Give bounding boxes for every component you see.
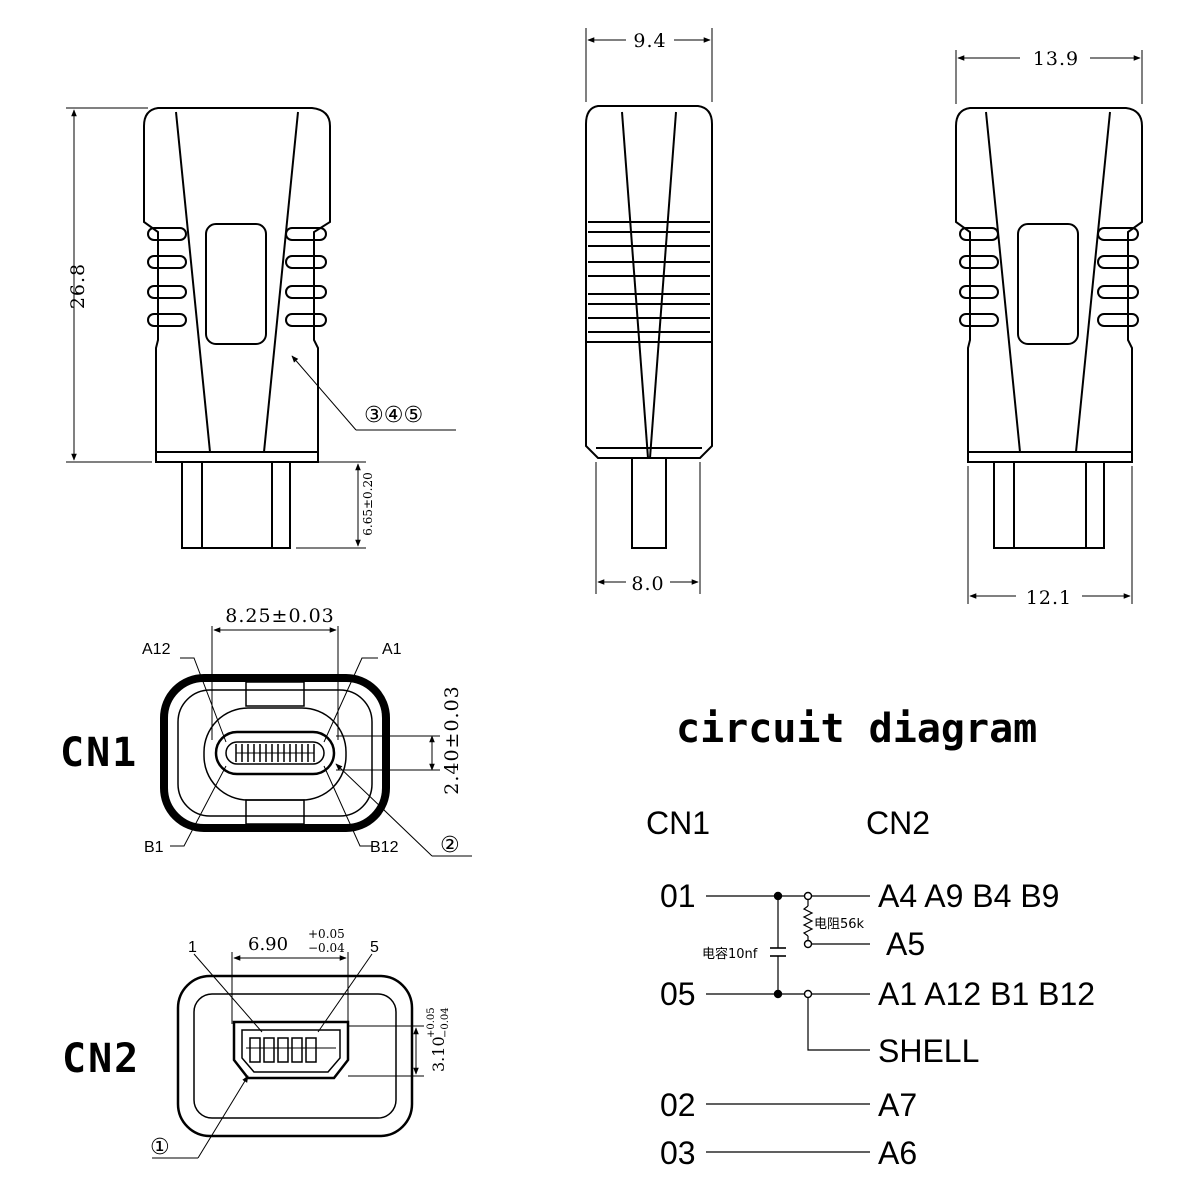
side-bottom-width-dim: 8.0 xyxy=(631,573,664,595)
circuit-col-cn1: CN1 xyxy=(646,805,710,841)
circuit-right-a6: A6 xyxy=(878,1135,917,1171)
cn2-width-tol-plus: +0.05 xyxy=(308,927,345,941)
circuit-title: circuit diagram xyxy=(676,706,1037,752)
back-window xyxy=(1017,223,1079,345)
front-plug-tip xyxy=(181,462,291,549)
circuit-right-a7: A7 xyxy=(878,1087,917,1123)
circuit-left-02: 02 xyxy=(660,1087,696,1123)
side-view xyxy=(585,105,713,549)
circuit-nodes xyxy=(773,891,813,999)
front-window xyxy=(205,223,267,345)
cn1-height-dim: 2.40±0.03 xyxy=(441,685,463,795)
cn2-width-dim: 6.90 xyxy=(248,934,288,955)
cn2-label: CN2 xyxy=(62,1036,140,1082)
cn2-width-tol-minus: −0.04 xyxy=(308,941,345,955)
back-view xyxy=(955,107,1143,549)
front-tip-height-dim: 6.65±0.20 xyxy=(361,472,375,536)
cn2-height-tol-plus: +0.05 xyxy=(426,1007,437,1038)
back-top-width-dim: 13.9 xyxy=(1033,48,1079,70)
circuit-right-a4-a9-b4-b9: A4 A9 B4 B9 xyxy=(878,878,1059,914)
front-callout-label: ③④⑤ xyxy=(364,403,423,428)
cn1-pin-b12: B12 xyxy=(370,839,399,856)
cn1-connector-face xyxy=(160,674,390,832)
front-height-dim: 26.8 xyxy=(67,263,89,309)
cn1-pin-b1: B1 xyxy=(144,839,164,856)
circuit-col-cn2: CN2 xyxy=(866,805,930,841)
cn1-port xyxy=(214,730,336,776)
side-dimensions xyxy=(585,28,713,594)
cn2-dimensions xyxy=(152,952,424,1159)
cn1-label: CN1 xyxy=(60,730,138,776)
back-plug-tip xyxy=(993,462,1105,549)
circuit-left-05: 05 xyxy=(660,976,696,1012)
cn2-pin-5: 5 xyxy=(370,939,379,956)
cn2-callout-label: ① xyxy=(150,1135,170,1160)
resistor-label: 电阻56k xyxy=(814,917,865,932)
front-dimensions xyxy=(66,107,456,549)
side-top-width-dim: 9.4 xyxy=(633,30,666,52)
cn2-height-dim: 3.10 xyxy=(429,1036,448,1072)
cn1-pin-a1: A1 xyxy=(382,641,402,658)
circuit-right-shell: SHELL xyxy=(878,1033,979,1069)
circuit-right-a1-a12-b1-b12: A1 A12 B1 B12 xyxy=(878,976,1095,1012)
cn1-dimensions xyxy=(170,626,472,857)
side-plug-tip xyxy=(631,458,667,549)
circuit-right-a5: A5 xyxy=(886,926,925,962)
cn2-pin-1: 1 xyxy=(188,939,197,956)
capacitor-label: 电容10nf xyxy=(702,946,758,962)
back-dimensions xyxy=(955,50,1143,604)
back-bottom-width-dim: 12.1 xyxy=(1026,587,1072,609)
circuit-left-03: 03 xyxy=(660,1135,696,1171)
circuit-wires xyxy=(706,895,870,1153)
cn2-connector-face xyxy=(176,974,414,1138)
cn1-pin-a12: A12 xyxy=(142,641,171,658)
resistor-symbol xyxy=(802,905,814,937)
cn1-width-dim: 8.25±0.03 xyxy=(225,605,335,627)
cn2-height-tol-minus: −0.04 xyxy=(440,1007,451,1038)
front-view xyxy=(143,107,331,549)
back-body-outline xyxy=(955,107,1143,463)
circuit-left-01: 01 xyxy=(660,878,696,914)
side-body-outline xyxy=(585,105,713,459)
cn1-callout-label: ② xyxy=(440,833,460,858)
